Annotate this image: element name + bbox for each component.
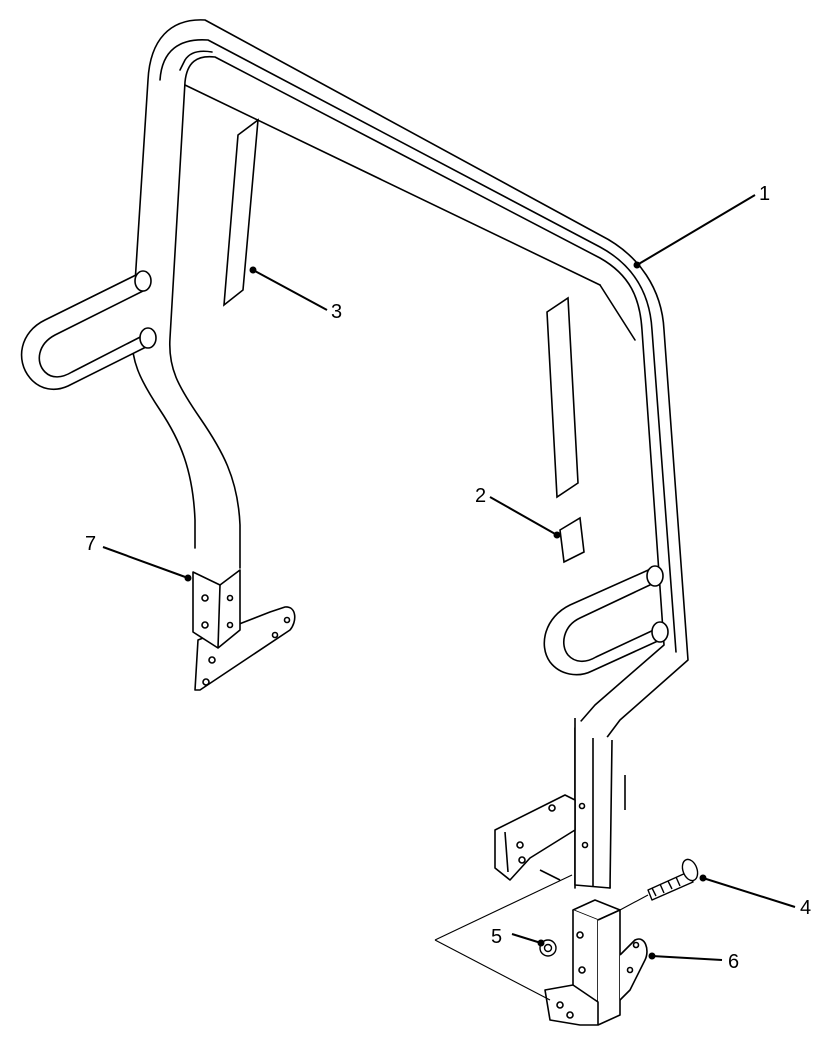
mount-bracket-left xyxy=(192,569,296,691)
leader-lines xyxy=(102,194,796,961)
right-handle-loop xyxy=(543,565,669,676)
callout-2: 2 xyxy=(475,485,486,507)
callout-6: 6 xyxy=(728,951,739,973)
callout-labels: 1 2 3 4 5 6 7 xyxy=(85,183,811,973)
assembly-lines xyxy=(434,874,649,1001)
roll-bar-hoop xyxy=(130,19,689,889)
left-handle-loop xyxy=(20,270,157,391)
decal-strip-left xyxy=(223,118,259,307)
callout-1: 1 xyxy=(759,183,770,205)
decal-strip-long-right xyxy=(546,296,579,499)
callout-5: 5 xyxy=(491,926,502,948)
callout-3: 3 xyxy=(331,301,342,323)
callout-7: 7 xyxy=(85,533,96,555)
frame-rail xyxy=(494,775,626,881)
mount-bracket-right xyxy=(544,899,648,1026)
bolt xyxy=(647,858,699,901)
decal-strip-short xyxy=(559,516,585,564)
callout-4: 4 xyxy=(800,897,811,919)
right-leg-tube xyxy=(574,718,613,889)
